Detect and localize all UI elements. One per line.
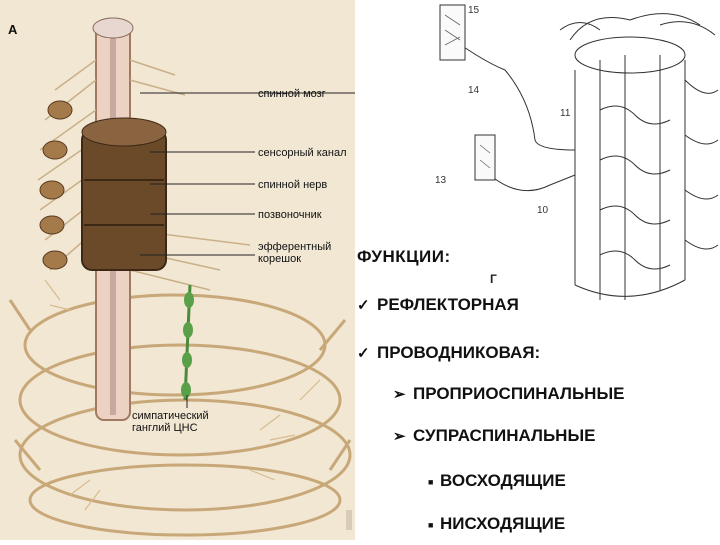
arrow-bullet-icon: ➢ [393,386,406,403]
callout-ganglion: симпатический ганглий ЦНС [132,410,209,434]
list-item-conductive: ✓ПРОВОДНИКОВАЯ: [357,343,541,362]
figure-number: 10 [537,205,549,216]
square-bullet-icon: ■ [428,519,434,530]
figure-number: 11 [560,108,571,119]
nerve-roots [37,59,251,291]
spinal-segment-outline [439,13,719,300]
list-item-ascending: ■ВОСХОДЯЩИЕ [428,471,566,490]
neuron-pathway-illustration [420,0,720,305]
callout-sensory-canal: сенсорный канал [258,147,347,159]
figure-label-a: А [8,22,18,37]
square-bullet-icon: ■ [428,476,434,487]
callout-vertebra: позвоночник [258,209,322,221]
arrow-bullet-icon: ➢ [393,428,406,445]
list-item-supraspinal: ➢СУПРАСПИНАЛЬНЫЕ [393,426,596,445]
sympathetic-ganglion-chain [181,284,194,401]
list-item-reflex: ✓РЕФЛЕКТОРНАЯ [357,295,519,314]
leader-lines [140,92,355,408]
figure-number: 13 [435,175,447,186]
figure-number: 14 [468,85,480,96]
spinal-cord-drawing [8,17,355,537]
callout-spinal-nerve: спинной нерв [258,179,328,191]
peripheral-nerves [8,293,352,537]
callout-efferent-root: эфферентный корешок [258,241,332,265]
vertebra [81,117,167,271]
list-item-descending: ■НИСХОДЯЩИЕ [428,514,566,533]
nerve-branches [44,279,321,511]
functions-title: ФУНКЦИИ: [357,247,451,266]
spinal-cord-illustration [0,0,355,540]
check-icon: ✓ [357,297,370,314]
list-item-propriospinal: ➢ПРОПРИОСПИНАЛЬНЫЕ [393,384,625,403]
check-icon: ✓ [357,345,370,362]
figure-number: 15 [468,5,480,16]
vertebral-processes [39,100,73,270]
ganglion-boxes [439,4,496,181]
callout-spinal-cord: спинной мозг [258,88,326,100]
neuron-pathway-drawing [439,4,719,300]
figure-label-g: Г [490,272,497,286]
